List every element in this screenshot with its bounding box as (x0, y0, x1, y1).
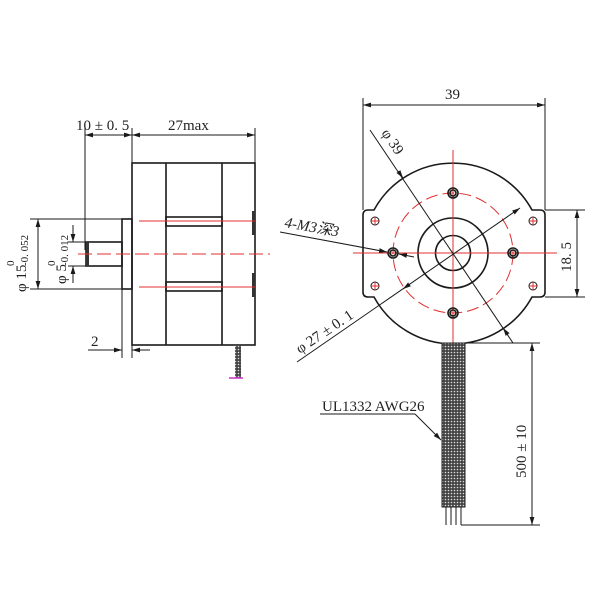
front-outline (362, 162, 546, 345)
hole-spec-label: 4-M3深3 (283, 214, 340, 240)
side-view: 10 ± 0. 5 27max φ 15 0 -0. 052 φ 5 0 -0.… (5, 118, 270, 379)
shaft-dia-dim: φ 5 (54, 264, 70, 284)
body-length-dim: 27max (168, 118, 209, 134)
shaft-length-dim: 10 ± 0. 5 (76, 118, 129, 134)
tab (252, 211, 255, 235)
outer-dia-dim: φ 39 (378, 126, 407, 158)
tab (252, 273, 255, 297)
cable (235, 345, 241, 378)
shaft-tol-upper: 0 (46, 260, 58, 266)
flange-thickness-dim: 2 (91, 334, 99, 350)
cable-bundle (441, 342, 466, 508)
flange-tol-upper: 0 (5, 260, 17, 266)
width-dim: 39 (445, 87, 460, 103)
flange-tol-lower: -0. 052 (19, 235, 31, 266)
mount-holes (370, 216, 538, 291)
cable-length-dim: 500 ± 10 (514, 425, 530, 478)
shaft-tol-lower: -0. 012 (59, 235, 71, 266)
cable-spec-label: UL1332 AWG26 (322, 399, 425, 415)
pcd-dim: φ 27 ± 0. 1 (293, 307, 356, 357)
m3-holes (387, 187, 519, 319)
flange-dia-dim: φ 15 (14, 265, 30, 292)
ear-height-dim: 18. 5 (559, 242, 575, 272)
wire-ends (445, 507, 462, 525)
front-view: 39 φ 39 φ 27 ± 0. 1 4-M3深3 18. 5 500 ± 1… (279, 87, 585, 526)
